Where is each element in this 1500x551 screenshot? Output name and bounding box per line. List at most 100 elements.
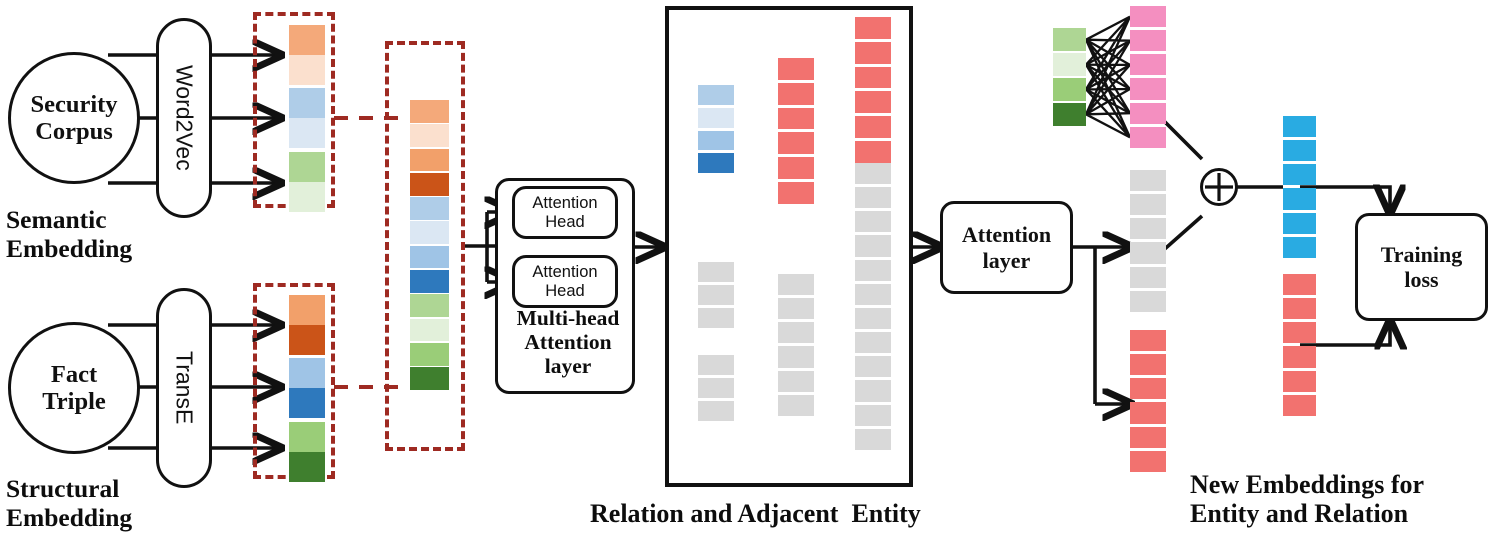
vector-cell [1283,370,1316,392]
vector-cell [1283,140,1316,162]
vector-cell [778,58,814,80]
vector-cell [855,116,891,139]
vector-cell [1283,212,1316,234]
vector-cell [1283,236,1316,258]
structural-embedding-caption: Structural Embedding [6,474,133,532]
new-entity-embedding [1283,116,1316,258]
vector-cell [1053,52,1086,77]
vector-cell [855,66,891,89]
relation-output-column-g0 [855,17,891,163]
vector-cell [778,322,814,344]
vector-cell [1130,290,1166,312]
vector-cell [1130,242,1166,264]
structural-vector-3 [289,422,325,482]
relation-mlp-edges [1084,15,1132,139]
aggregation-red-vector [1130,330,1166,472]
aggregation-gray-vector [1130,170,1166,312]
transe-label: TransE [171,351,198,425]
vector-cell [289,422,325,452]
vector-cell [410,221,449,245]
vector-cell [778,346,814,368]
vector-cell [289,152,325,182]
vector-cell [1130,450,1166,472]
vector-cell [1283,322,1316,344]
vector-cell [698,107,734,128]
vector-cell [1130,54,1166,76]
vector-cell [855,211,891,233]
semantic-vector-3 [289,152,325,212]
vector-cell [1130,30,1166,52]
vector-cell [698,355,734,375]
vector-cell [410,245,449,269]
vector-cell [855,41,891,64]
vector-cell [1130,330,1166,352]
vector-cell [1130,194,1166,216]
fact-triple-label: Fact Triple [42,360,106,415]
vector-cell [855,332,891,354]
vector-cell [1130,6,1166,28]
attention-head-2[interactable]: Attention Head [512,255,618,308]
vector-cell [1283,116,1316,138]
vector-cell [778,107,814,130]
vector-cell [289,325,325,355]
vector-cell [698,130,734,151]
security-corpus-label: Security Corpus [30,90,118,145]
vector-cell [1130,402,1166,424]
training-loss-box[interactable]: Training loss [1355,213,1488,321]
entity-input-column-g2 [698,355,734,421]
concatenated-embedding [410,100,449,390]
security-corpus-node[interactable]: Security Corpus [8,52,140,184]
attention-head-1-label: Attention Head [532,193,598,231]
structural-vector-1 [289,295,325,355]
multihead-attention-caption: Multi-head Attention layer [516,306,620,379]
aggregation-pink-output [1130,6,1166,148]
attention-head-1[interactable]: Attention Head [512,186,618,239]
vector-cell [410,269,449,293]
vector-cell [698,308,734,328]
entity-input-column-g0 [698,85,734,173]
aggregation-green-input [1053,28,1086,126]
attention-layer-box[interactable]: Attention layer [940,201,1073,294]
vector-cell [855,356,891,378]
vector-cell [698,285,734,305]
vector-cell [289,295,325,325]
attention-head-2-label: Attention Head [532,262,598,300]
entity-hidden-column-g0 [778,58,814,204]
relation-adjacent-entity-caption: Relation and Adjacent Entity [590,499,921,528]
vector-cell [1130,354,1166,376]
vector-cell [778,394,814,416]
vector-cell [855,141,891,163]
vector-cell [778,274,814,296]
vector-cell [410,172,449,196]
word2vec-encoder[interactable]: Word2Vec [156,18,212,218]
fact-triple-node[interactable]: Fact Triple [8,322,140,454]
vector-cell [698,262,734,282]
vector-cell [1130,78,1166,100]
vector-cell [1053,28,1086,52]
vector-cell [289,358,325,388]
vector-cell [1130,126,1166,148]
concatenated-embedding-group [385,41,465,451]
vector-cell [1053,77,1086,102]
vector-cell [698,401,734,421]
vector-cell [1053,102,1086,126]
vector-cell [855,235,891,257]
vector-cell [289,88,325,118]
vector-cell [778,157,814,180]
entity-hidden-column-g1 [778,274,814,416]
vector-cell [1130,266,1166,288]
vector-cell [289,182,325,212]
transe-encoder[interactable]: TransE [156,288,212,488]
vector-cell [698,378,734,398]
vector-cell [855,283,891,305]
vector-cell [289,25,325,55]
vector-cell [855,380,891,402]
relation-output-column-g1 [855,163,891,450]
vector-cell [1283,188,1316,210]
vector-cell [698,85,734,105]
vector-cell [1130,426,1166,448]
vector-cell [410,318,449,342]
vector-cell [410,342,449,366]
vector-cell [289,118,325,148]
vector-cell [1130,170,1166,192]
